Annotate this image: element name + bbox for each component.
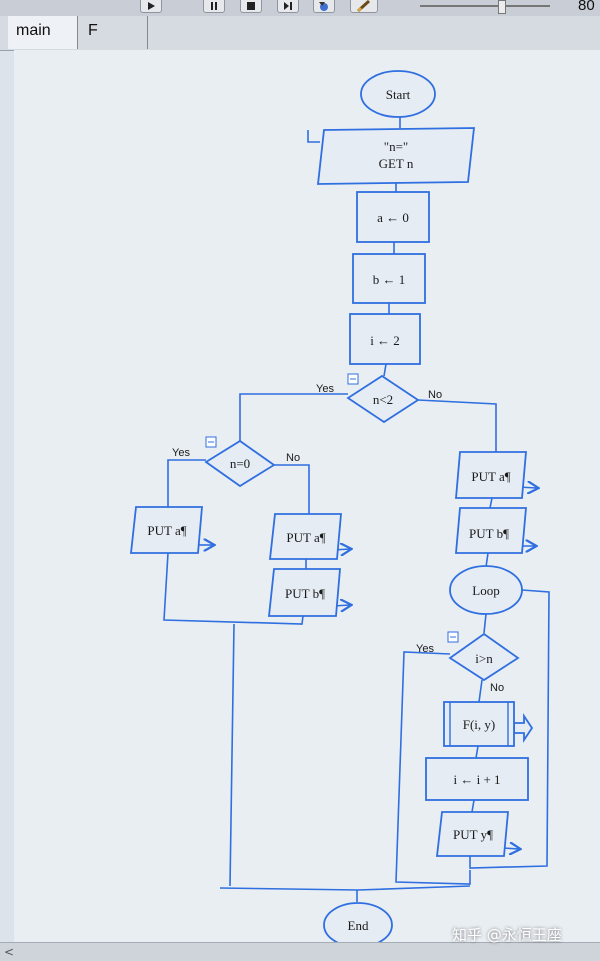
- end-terminal[interactable]: End: [323, 902, 393, 942]
- call-f-label: F(i, y): [463, 717, 496, 732]
- pen-icon[interactable]: [350, 0, 378, 13]
- stop-icon[interactable]: [240, 0, 262, 13]
- watermark: 知乎 @永恒王座: [452, 926, 562, 944]
- decision-n-lt-2-label: n<2: [373, 392, 393, 407]
- scroll-left-icon[interactable]: <: [4, 945, 15, 959]
- no-label: No: [428, 389, 442, 401]
- input-prompt-label: "n=": [384, 139, 408, 154]
- decision-i-gt-n-label: i>n: [475, 651, 493, 666]
- increment-i-block[interactable]: i ← i + 1: [425, 757, 529, 801]
- zoom-label: 80: [578, 0, 595, 14]
- connector-lines: [163, 117, 550, 902]
- flowchart-canvas[interactable]: Start "n=" GET n a ← 0 b ← 1 i ← 2 n<2 Y…: [14, 50, 600, 942]
- yes-label: Yes: [416, 643, 434, 655]
- call-f-block[interactable]: F(i, y): [443, 701, 515, 747]
- assign-i-block[interactable]: i ← 2: [349, 313, 421, 365]
- horizontal-scrollbar[interactable]: <: [0, 942, 600, 961]
- assign-b-label: b ← 1: [373, 272, 406, 287]
- assign-i-label: i ← 2: [370, 333, 400, 348]
- output-put-a-middle[interactable]: PUT a¶: [268, 513, 342, 560]
- end-label: End: [348, 918, 369, 933]
- tab-bar: main F: [0, 16, 600, 51]
- start-terminal[interactable]: Start: [360, 70, 436, 118]
- zoom-slider-track[interactable]: [420, 5, 550, 7]
- put-a-label: PUT a¶: [286, 530, 325, 545]
- put-a-label: PUT a¶: [471, 469, 510, 484]
- loop-label: Loop: [472, 583, 499, 598]
- output-put-y[interactable]: PUT y¶: [435, 811, 509, 857]
- output-put-a-left[interactable]: PUT a¶: [129, 506, 203, 554]
- output-put-a-right[interactable]: PUT a¶: [455, 451, 527, 499]
- step-into-icon[interactable]: [313, 0, 335, 13]
- loop-node[interactable]: Loop: [449, 565, 523, 615]
- assign-b-block[interactable]: b ← 1: [352, 253, 426, 304]
- decision-n-eq-0[interactable]: n=0 Yes No: [172, 436, 300, 488]
- tab-main[interactable]: main: [8, 16, 78, 49]
- output-put-b-right[interactable]: PUT b¶: [455, 507, 527, 554]
- step-icon[interactable]: [277, 0, 299, 13]
- put-b-label: PUT b¶: [469, 526, 509, 541]
- decision-n-eq-0-label: n=0: [230, 456, 250, 471]
- put-a-label: PUT a¶: [147, 523, 186, 538]
- output-put-b-middle[interactable]: PUT b¶: [267, 568, 341, 617]
- yes-label: Yes: [172, 447, 190, 459]
- no-label: No: [490, 682, 504, 694]
- no-label: No: [286, 452, 300, 464]
- put-b-label: PUT b¶: [285, 586, 325, 601]
- yes-label: Yes: [316, 383, 334, 395]
- assign-a-label: a ← 0: [377, 210, 409, 225]
- pause-icon[interactable]: [203, 0, 225, 13]
- zoom-slider-thumb[interactable]: [498, 0, 506, 14]
- start-label: Start: [386, 87, 411, 102]
- input-get-label: GET n: [379, 156, 414, 171]
- tab-f[interactable]: F: [80, 16, 148, 49]
- play-icon[interactable]: [140, 0, 162, 13]
- toolbar: 80: [0, 0, 600, 17]
- assign-a-block[interactable]: a ← 0: [356, 191, 430, 243]
- put-y-label: PUT y¶: [453, 827, 493, 842]
- increment-i-label: i ← i + 1: [453, 772, 500, 787]
- input-block[interactable]: "n=" GET n: [316, 127, 476, 185]
- decision-n-lt-2[interactable]: n<2 Yes No: [316, 373, 442, 424]
- flowchart-diagram: Start "n=" GET n a ← 0 b ← 1 i ← 2 n<2 Y…: [129, 70, 550, 942]
- decision-i-gt-n[interactable]: i>n Yes No: [416, 631, 520, 694]
